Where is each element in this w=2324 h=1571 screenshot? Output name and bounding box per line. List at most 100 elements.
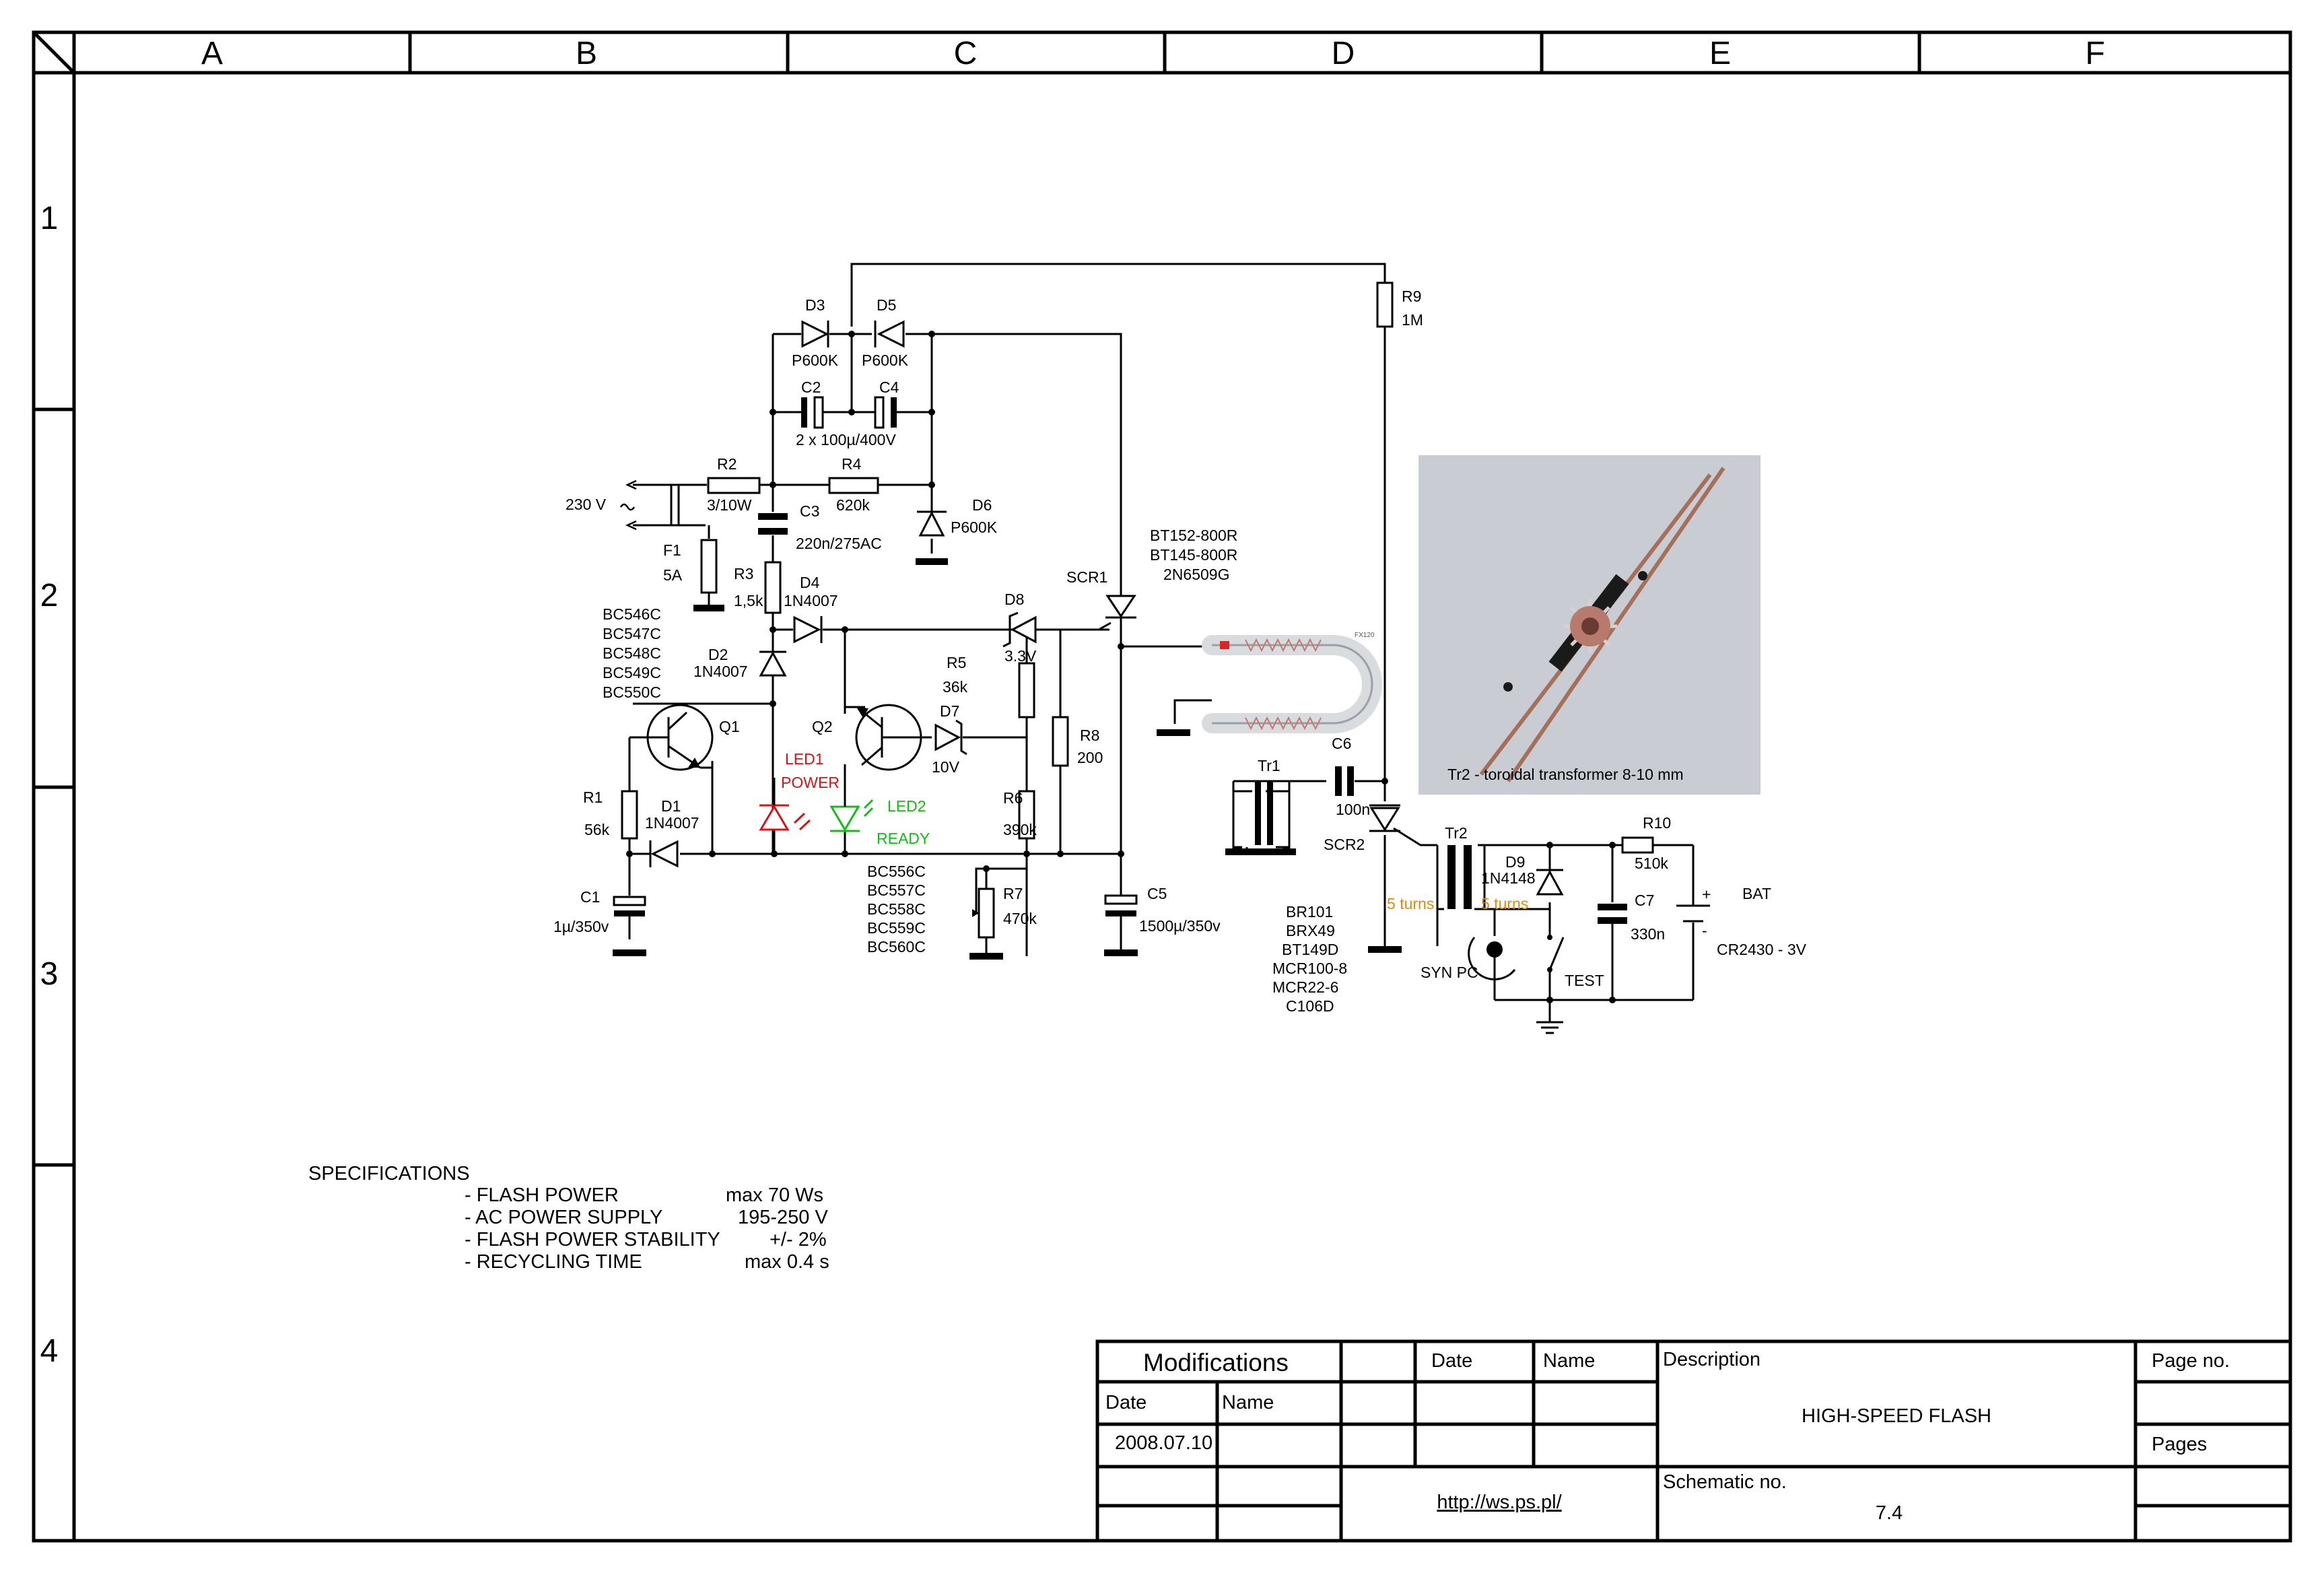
component-label: R7: [1003, 885, 1023, 902]
component-label: C6: [1332, 735, 1351, 752]
component-label: P600K: [792, 352, 839, 369]
component-label: 10V: [932, 758, 960, 776]
specifications: SPECIFICATIONS - FLASH POWER max 70 Ws -…: [308, 1163, 829, 1273]
modifications-header: Modifications: [1143, 1349, 1289, 1376]
component-label: 330n: [1631, 925, 1665, 943]
diode-d5: D5 P600K: [862, 296, 909, 369]
resistor-r1: R1 56k: [583, 789, 638, 840]
component-label: 1500µ/350v: [1139, 917, 1221, 935]
schematic-no-label: Schematic no.: [1663, 1471, 1787, 1493]
column-label-b: B: [576, 36, 597, 71]
title-block: Modifications Date Name Date Name 2008.0…: [1095, 1339, 2292, 1543]
component-label: +: [1702, 885, 1711, 903]
resistor-r6: R6 390k: [1003, 789, 1037, 840]
component-label: 5 turns: [1387, 895, 1434, 912]
zener-d8: D8 3.3V: [1002, 591, 1037, 665]
component-label: BC557C: [867, 881, 926, 899]
component-label: SCR2: [1324, 836, 1365, 853]
test-switch: TEST: [1547, 935, 1604, 989]
pages-label: Pages: [2152, 1434, 2207, 1455]
component-label: 620k: [836, 496, 870, 514]
capacitor-c1: C1 1µ/350v: [553, 888, 646, 935]
sync-pc-socket: SYN PC: [1421, 937, 1516, 981]
component-label: BT145-800R: [1150, 546, 1237, 564]
component-label: TEST: [1565, 972, 1604, 989]
component-label: C3: [800, 502, 819, 520]
modification-date: 2008.07.10: [1115, 1432, 1212, 1454]
website-link[interactable]: http://ws.ps.pl/: [1437, 1492, 1562, 1513]
capacitor-c6: C6 100n: [1332, 735, 1370, 818]
component-label: C4: [879, 378, 899, 396]
component-label: 100n: [1336, 801, 1370, 818]
mod-date-header: Date: [1105, 1392, 1147, 1413]
component-label: C7: [1635, 892, 1654, 909]
diode-d3: D3 P600K: [792, 296, 839, 369]
component-label: - FLASH POWER: [465, 1184, 619, 1206]
capacitor-c2: C2: [801, 378, 824, 429]
component-label: 5 turns: [1481, 895, 1528, 912]
row-label-3: 3: [40, 956, 59, 992]
component-label: BC558C: [867, 900, 926, 918]
component-label: R3: [734, 565, 753, 582]
column-label-e: E: [1709, 36, 1731, 71]
drawing-frame: A B C D E F 1 2 3 4: [32, 30, 2292, 1543]
component-label: D5: [877, 296, 896, 314]
component-label: D7: [940, 702, 959, 720]
component-label: R6: [1003, 789, 1023, 807]
flash-tube: FX120: [1202, 632, 1382, 733]
component-label: CR2430 - 3V: [1717, 941, 1807, 958]
component-label: BR101: [1286, 903, 1333, 921]
component-label: LED2: [887, 797, 926, 815]
component-label: BC549C: [603, 664, 661, 681]
component-label: POWER: [781, 774, 840, 791]
component-label: D8: [1004, 591, 1024, 608]
row-label-4: 4: [40, 1333, 59, 1369]
description-label: Description: [1663, 1349, 1761, 1370]
column-label-f: F: [2085, 36, 2105, 71]
component-label: BC546C: [603, 605, 661, 623]
component-label: 3/10W: [707, 496, 752, 514]
led1-power: LED1 POWER: [759, 750, 840, 831]
component-label: 36k: [943, 678, 968, 696]
component-label: P600K: [862, 352, 909, 369]
row-label-2: 2: [40, 578, 59, 613]
component-label: BC547C: [603, 625, 661, 642]
component-label: max 70 Ws: [726, 1184, 823, 1206]
schematic-number: 7.4: [1876, 1502, 1903, 1524]
component-label: C106D: [1286, 997, 1334, 1015]
component-label: 390k: [1003, 821, 1037, 838]
component-label: BC556C: [867, 863, 926, 880]
component-label: BC559C: [867, 919, 926, 937]
component-label: - FLASH POWER STABILITY: [465, 1229, 720, 1250]
component-label: 195-250 V: [738, 1207, 828, 1228]
diode-d4: D4 1N4007: [784, 574, 838, 644]
component-label: BC560C: [867, 938, 926, 956]
component-label: BAT: [1742, 885, 1771, 902]
battery-bat: + - BAT CR2430 - 3V: [1676, 885, 1807, 958]
component-label: Tr2: [1445, 824, 1468, 842]
diode-d6: D6 P600K: [917, 496, 998, 537]
component-label: 1N4148: [1481, 869, 1536, 887]
component-label: 1M: [1402, 311, 1423, 329]
thyristor-scr2: SCR2 BR101 BRX49 BT149D MCR100-8 MCR22-6…: [1272, 804, 1400, 1015]
column-label-a: A: [201, 36, 223, 71]
thyristor-scr1: SCR1 BT152-800R BT145-800R 2N6509G: [1066, 527, 1237, 646]
component-label: 56k: [584, 821, 610, 838]
component-label: MCR100-8: [1272, 960, 1347, 977]
column-label-d: D: [1332, 36, 1355, 71]
name-header: Name: [1543, 1350, 1595, 1372]
component-label: Q2: [812, 718, 833, 735]
component-label: 1N4007: [784, 592, 838, 609]
component-label: D6: [972, 496, 992, 514]
resistor-r5: R5 36k: [943, 654, 1035, 718]
component-label: R8: [1080, 727, 1099, 744]
component-label: 1µ/350v: [553, 918, 609, 935]
component-label: C5: [1147, 885, 1167, 902]
component-label: 1N4007: [645, 814, 699, 832]
transformer-tr1: Tr1: [1233, 757, 1291, 850]
capacitor-c7: C7 330n: [1598, 892, 1665, 943]
resistor-r3: R3 1,5k: [734, 561, 782, 614]
resistor-r2: R2 3/10W: [707, 455, 761, 514]
component-label: R9: [1402, 288, 1421, 305]
